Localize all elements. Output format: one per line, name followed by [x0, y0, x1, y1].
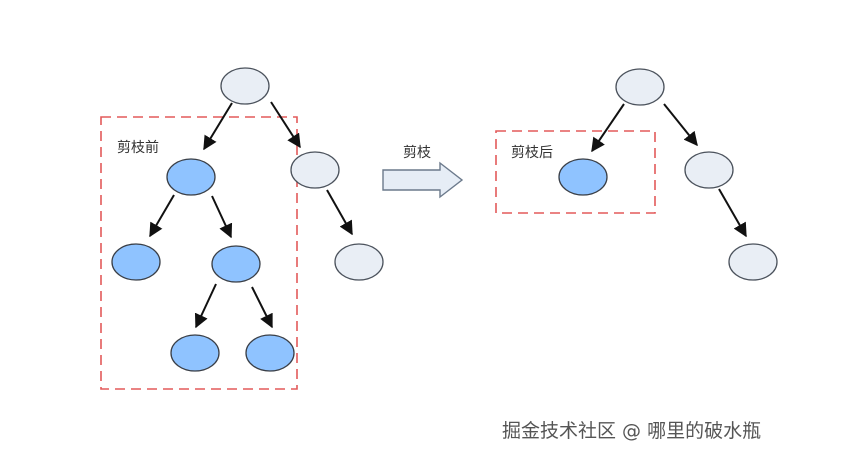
after-tree-nodes [558, 68, 778, 281]
after-prune-region [495, 130, 656, 214]
node-left-left [111, 243, 161, 281]
edge-after-root-right [663, 103, 698, 147]
before-prune-label: 剪枝前 [117, 139, 159, 156]
edge-after-right-rightright [718, 188, 747, 238]
node-left [166, 158, 216, 196]
edge-root-left [203, 102, 233, 151]
node-left-right-right [245, 334, 295, 372]
node-root [220, 67, 270, 105]
edge-left-leftright [211, 195, 233, 239]
before-prune-region [100, 116, 298, 390]
edge-left-leftleft [149, 194, 175, 238]
prune-arrow [382, 161, 464, 199]
node-after-right-right [728, 243, 778, 281]
node-after-root [615, 68, 665, 106]
node-after-left [558, 158, 608, 196]
node-left-right [211, 245, 261, 283]
after-tree-edges [591, 103, 747, 238]
before-tree-nodes [111, 67, 384, 372]
node-after-right [684, 151, 734, 189]
edge-after-root-left [591, 103, 625, 153]
edge-root-right [270, 101, 301, 149]
edge-leftright-lrl [194, 283, 217, 329]
prune-arrow-label: 剪枝 [403, 145, 431, 161]
before-tree-edges [149, 101, 353, 329]
node-right [290, 151, 340, 189]
node-right-right [334, 243, 384, 281]
edge-right-rightright [326, 189, 353, 236]
edge-leftright-lrr [251, 286, 273, 329]
watermark-text: 掘金技术社区 @ 哪里的破水瓶 [502, 420, 761, 442]
node-left-right-left [170, 334, 220, 372]
after-prune-label: 剪枝后 [511, 145, 553, 161]
